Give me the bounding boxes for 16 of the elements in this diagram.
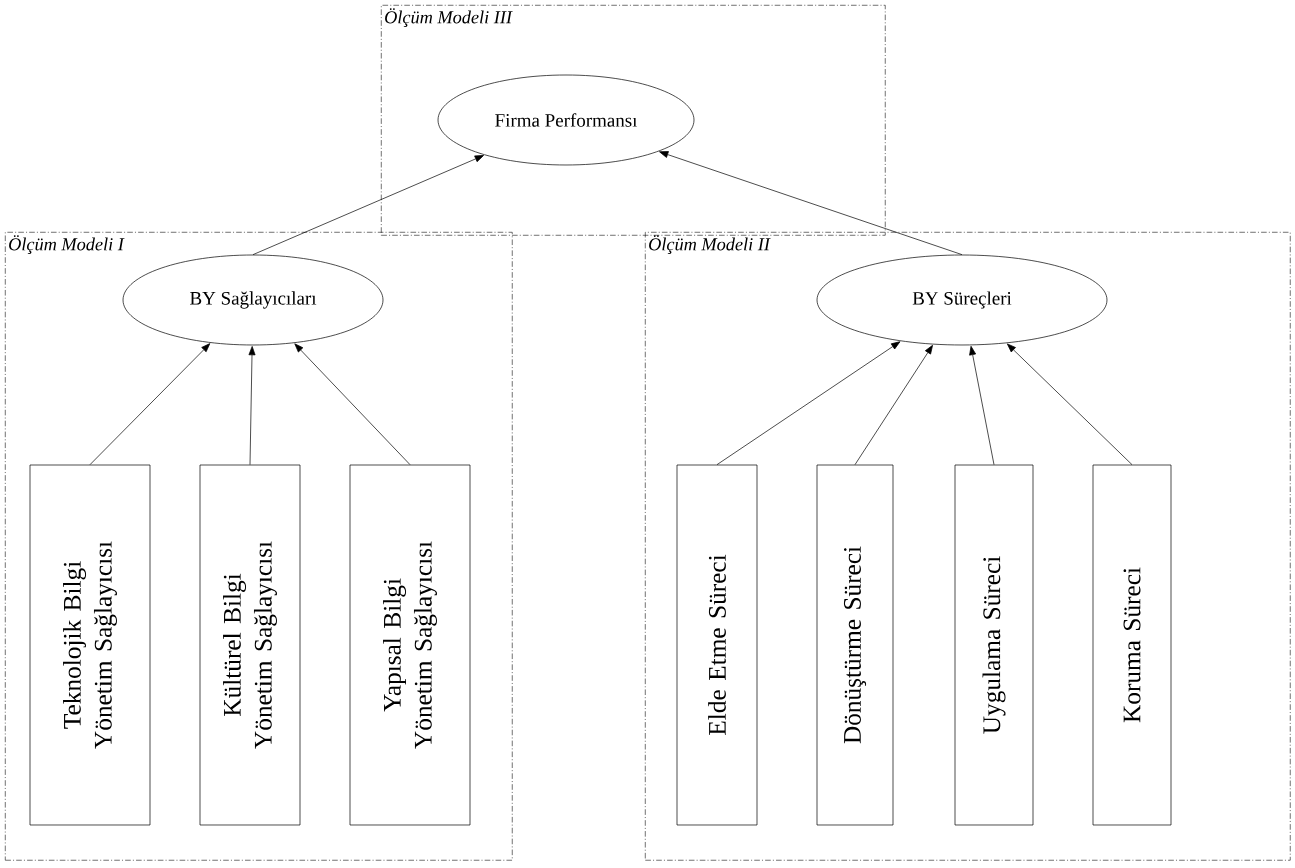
- arrow: [294, 343, 411, 465]
- arrow: [854, 344, 933, 465]
- arrow: [1006, 343, 1133, 465]
- arrow: [89, 343, 211, 465]
- indicator-box: Dönüştürme Süreci: [816, 464, 894, 826]
- indicator-box: Koruma Süreci: [1092, 464, 1172, 826]
- indicator-box: Uygulama Süreci: [954, 464, 1034, 826]
- arrow: [248, 346, 256, 465]
- arrow: [659, 151, 963, 255]
- indicator-box: Kültürel Bilgi Yönetim Sağlayıcısı: [199, 464, 301, 826]
- arrow: [969, 345, 995, 465]
- indicator-box: Teknolojik Bilgi Yönetim Sağlayıcısı: [29, 464, 151, 826]
- arrow: [252, 155, 484, 255]
- arrow: [716, 341, 901, 465]
- indicator-box: Elde Etme Süreci: [676, 464, 758, 826]
- indicator-box: Yapısal Bilgi Yönetim Sağlayıcısı: [349, 464, 471, 826]
